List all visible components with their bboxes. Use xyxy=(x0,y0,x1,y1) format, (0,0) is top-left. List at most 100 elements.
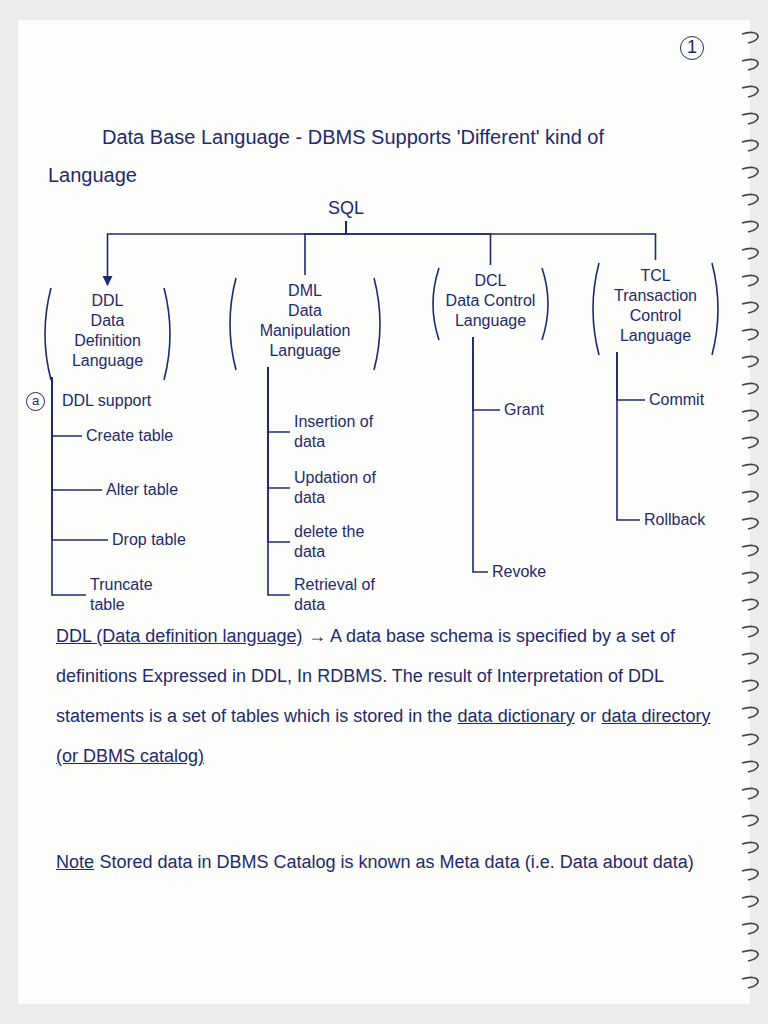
spiral-ring xyxy=(742,599,758,610)
spiral-ring xyxy=(742,194,758,205)
command-item: Grant xyxy=(500,398,548,422)
spiral-ring xyxy=(742,464,758,475)
spiral-ring xyxy=(742,572,758,583)
node-heading: Insertion of data xyxy=(294,412,386,452)
tree-connector xyxy=(617,352,645,400)
node-heading: Drop table xyxy=(112,530,186,550)
spiral-ring xyxy=(742,410,758,421)
spiral-ring xyxy=(742,950,758,961)
spiral-ring xyxy=(742,32,758,43)
tree-connector xyxy=(473,337,488,572)
spiral-ring xyxy=(742,680,758,691)
spiral-ring xyxy=(742,275,758,286)
node-heading: Grant xyxy=(504,400,544,420)
node-heading: TCL xyxy=(604,266,707,286)
note-paragraph: DDL (Data definition language)→ A data b… xyxy=(56,616,716,776)
spiral-ring xyxy=(742,356,758,367)
right-parenthesis xyxy=(164,288,170,380)
command-item: Insertion of data xyxy=(290,410,390,454)
page-title: Data Base Language - DBMS Supports 'Diff… xyxy=(48,118,698,194)
spiral-ring xyxy=(742,842,758,853)
node-heading: Alter table xyxy=(106,480,178,500)
node-text: Data Manipulation Language xyxy=(241,301,369,361)
node-heading: delete the data xyxy=(294,522,386,562)
command-item: Revoke xyxy=(488,560,550,584)
spiral-ring xyxy=(742,329,758,340)
item-marker: a xyxy=(26,392,45,411)
tree-connector xyxy=(268,367,290,432)
tree-connector xyxy=(346,221,490,265)
node-text: Transaction Control Language xyxy=(604,286,707,346)
command-item: Create table xyxy=(82,424,177,448)
spiral-ring xyxy=(742,896,758,907)
term: data dictionary xyxy=(458,706,575,726)
node-heading: Commit xyxy=(649,390,704,410)
tree-connector xyxy=(268,367,290,488)
spiral-ring xyxy=(742,383,758,394)
tree-connector xyxy=(108,221,347,285)
command-item: Rollback xyxy=(640,508,709,532)
spiral-ring xyxy=(742,140,758,151)
spiral-ring xyxy=(742,977,758,988)
spiral-ring xyxy=(742,248,758,259)
note-text: or xyxy=(580,706,596,726)
node-heading: Create table xyxy=(86,426,173,446)
node-text: Data Definition Language xyxy=(56,311,159,371)
command-item: Alter table xyxy=(102,478,182,502)
root-node: SQL xyxy=(322,196,370,221)
left-parenthesis xyxy=(230,278,236,370)
tree-connector xyxy=(305,221,346,275)
spiral-ring xyxy=(742,815,758,826)
right-parenthesis xyxy=(374,278,380,370)
spiral-binding xyxy=(742,32,758,988)
command-item: delete the data xyxy=(290,520,390,564)
node-heading: DDL xyxy=(56,291,159,311)
command-item: Truncate table xyxy=(86,573,170,617)
spiral-ring xyxy=(742,59,758,70)
spiral-ring xyxy=(742,761,758,772)
tree-connector xyxy=(346,221,655,260)
spiral-ring xyxy=(742,545,758,556)
command-item: Drop table xyxy=(108,528,190,552)
spiral-ring xyxy=(742,302,758,313)
node-heading: SQL xyxy=(328,198,364,219)
node-text: Data Control Language xyxy=(444,291,537,331)
spiral-ring xyxy=(742,113,758,124)
node-heading: Rollback xyxy=(644,510,705,530)
section-note: DDL support xyxy=(62,392,151,410)
term-heading: DDL (Data definition language) xyxy=(56,626,302,646)
tree-connector xyxy=(617,352,640,520)
tree-connector xyxy=(473,337,500,410)
spiral-ring xyxy=(742,491,758,502)
left-parenthesis xyxy=(433,268,439,340)
tree-connector xyxy=(52,377,86,595)
spiral-ring xyxy=(742,437,758,448)
command-item: Commit xyxy=(645,388,708,412)
left-parenthesis xyxy=(593,263,599,355)
paper-sheet xyxy=(18,20,750,1004)
language-group: DDLData Definition Language xyxy=(40,285,175,377)
spiral-ring xyxy=(742,626,758,637)
spiral-ring xyxy=(742,221,758,232)
note-paragraph: NoteStored data in DBMS Catalog is known… xyxy=(56,842,716,882)
spiral-ring xyxy=(742,707,758,718)
spiral-ring xyxy=(742,788,758,799)
note-text: Stored data in DBMS Catalog is known as … xyxy=(99,852,693,872)
language-group: DCLData Control Language xyxy=(428,265,553,337)
right-parenthesis xyxy=(712,263,718,355)
node-heading: DML xyxy=(241,281,369,301)
node-heading: Retrieval of data xyxy=(294,575,386,615)
command-item: Retrieval of data xyxy=(290,573,390,617)
spiral-ring xyxy=(742,86,758,97)
tree-connector xyxy=(268,367,290,542)
language-group: TCLTransaction Control Language xyxy=(588,260,723,352)
spiral-ring xyxy=(742,167,758,178)
node-heading: Truncate table xyxy=(90,575,166,615)
node-heading: Updation of data xyxy=(294,468,386,508)
spiral-ring xyxy=(742,923,758,934)
left-parenthesis xyxy=(45,288,51,380)
node-heading: DCL xyxy=(444,271,537,291)
page-number: 1 xyxy=(680,36,704,60)
note-heading: Note xyxy=(56,852,94,872)
tree-connector xyxy=(268,367,290,595)
